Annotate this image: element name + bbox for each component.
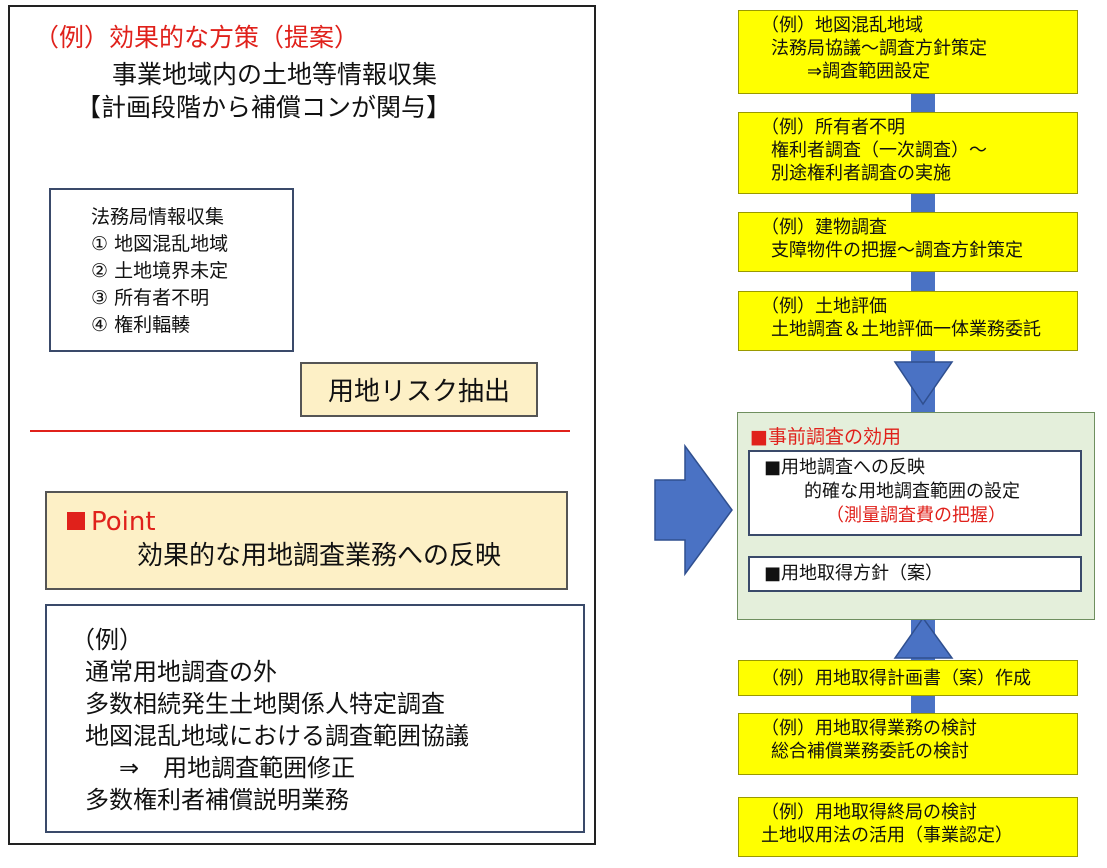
red-square-icon xyxy=(67,512,85,530)
example-line: 多数権利者補償説明業務 xyxy=(85,786,349,814)
flow-box-line: 法務局協議～調査方針策定 xyxy=(771,38,987,59)
effect-box-acquisition-policy: ■用地取得方針（案） xyxy=(748,556,1082,592)
info-box-item: ② 土地境界未定 xyxy=(91,260,229,282)
flow-box-line: 総合補償業務委託の検討 xyxy=(771,741,969,762)
example-line: （例） xyxy=(71,626,143,654)
example-box: （例） 通常用地調査の外 多数相続発生土地関係人特定調査 地図混乱地域における調… xyxy=(45,604,585,833)
flow-box-plan-creation: （例）用地取得計画書（案）作成 xyxy=(738,660,1078,696)
flow-box-line: （例）土地評価 xyxy=(761,296,887,317)
flow-box-acquisition-review: （例）用地取得業務の検討 総合補償業務委託の検討 xyxy=(738,713,1078,775)
red-divider-line xyxy=(30,430,570,432)
flow-box-final-review: （例）用地取得終局の検討 土地収用法の活用（事業認定） xyxy=(738,797,1078,857)
flow-box-line: （例）用地取得計画書（案）作成 xyxy=(761,668,1031,689)
flow-box-map-confusion: （例）地図混乱地域 法務局協議～調査方針策定 ⇒調査範囲設定 xyxy=(738,10,1078,94)
risk-box-label: 用地リスク抽出 xyxy=(327,377,510,407)
flow-box-line: 権利者調査（一次調査）～ xyxy=(771,140,987,161)
info-collection-box: 法務局情報収集 ① 地図混乱地域 ② 土地境界未定 ③ 所有者不明 ④ 権利輻輳 xyxy=(49,188,294,352)
right-arrow-center xyxy=(654,443,733,577)
effect-box-survey-reflection: ■用地調査への反映 的確な用地調査範囲の設定 （測量調査費の把握） xyxy=(748,450,1082,536)
flow-box-land-valuation: （例）土地評価 土地調査＆土地評価一体業務委託 xyxy=(738,291,1078,351)
flow-box-line: 別途権利者調査の実施 xyxy=(771,163,951,184)
effect-box-line: ■用地取得方針（案） xyxy=(764,563,944,584)
flow-box-line: 土地調査＆土地評価一体業務委託 xyxy=(771,319,1041,340)
up-arrow-into-effect xyxy=(893,616,954,659)
flow-box-line: （例）地図混乱地域 xyxy=(761,15,923,36)
left-panel-subtitle-2: 【計画段階から補償コンが関与】 xyxy=(76,93,452,122)
info-box-item: ④ 権利輻輳 xyxy=(91,314,191,336)
effect-box-line-red: （測量調査費の把握） xyxy=(826,505,1006,526)
flow-box-line: 土地収用法の活用（事業認定） xyxy=(761,825,1013,846)
example-line: 地図混乱地域における調査範囲協議 xyxy=(85,722,469,750)
effect-box-line: ■用地調査への反映 xyxy=(764,457,926,478)
risk-extraction-box: 用地リスク抽出 xyxy=(300,362,538,417)
point-box: Point 効果的な用地調査業務への反映 xyxy=(45,491,568,590)
example-line: ⇒ 用地調査範囲修正 xyxy=(119,754,356,782)
example-line: 通常用地調査の外 xyxy=(85,658,277,686)
effect-panel-title: ■事前調査の効用 xyxy=(750,426,901,448)
left-panel-subtitle-1: 事業地域内の土地等情報収集 xyxy=(112,60,438,89)
info-box-item: ① 地図混乱地域 xyxy=(91,233,229,255)
left-panel-title: （例）効果的な方策（提案） xyxy=(34,23,360,52)
example-line: 多数相続発生土地関係人特定調査 xyxy=(85,690,445,718)
info-box-heading: 法務局情報収集 xyxy=(91,206,225,228)
down-arrow-into-effect xyxy=(893,361,954,406)
flow-box-owner-unknown: （例）所有者不明 権利者調査（一次調査）～ 別途権利者調査の実施 xyxy=(738,112,1078,194)
effect-box-line: 的確な用地調査範囲の設定 xyxy=(804,481,1020,502)
flow-box-line: （例）用地取得業務の検討 xyxy=(761,718,977,739)
flow-box-building-survey: （例）建物調査 支障物件の把握～調査方針策定 xyxy=(738,212,1078,272)
flow-box-line: （例）建物調査 xyxy=(761,217,887,238)
flow-box-line: ⇒調査範囲設定 xyxy=(807,61,931,82)
point-label: Point xyxy=(91,507,156,537)
info-box-item: ③ 所有者不明 xyxy=(91,287,210,309)
flow-box-line: 支障物件の把握～調査方針策定 xyxy=(771,240,1023,261)
point-title: Point xyxy=(67,505,566,539)
point-text: 効果的な用地調査業務への反映 xyxy=(137,541,502,571)
flow-box-line: （例）所有者不明 xyxy=(761,117,905,138)
flow-box-line: （例）用地取得終局の検討 xyxy=(761,802,977,823)
